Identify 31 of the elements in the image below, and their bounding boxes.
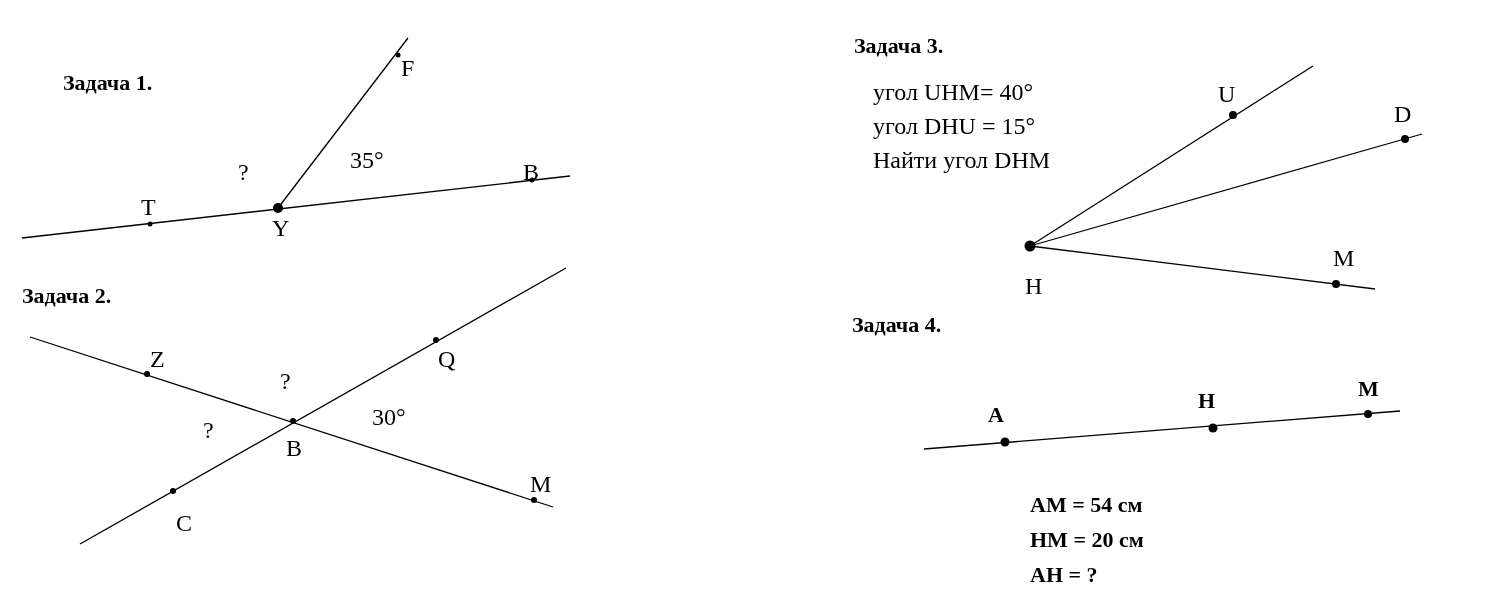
point-label: D [1394,102,1412,126]
point-label: H [1025,274,1043,298]
point-label: U [1218,82,1236,106]
point-label: M [530,472,552,496]
point-label: C [176,511,192,535]
point-label: H [1198,390,1216,412]
task-heading: Задача 2. [22,285,112,307]
question-mark: ? [238,160,249,184]
task-condition: Найти угол DHM [873,148,1051,172]
point-label: B [523,160,539,184]
task-heading: Задача 4. [852,314,942,336]
task-condition: угол DHU = 15° [873,114,1036,138]
angle-label: 35° [350,148,384,172]
angle-label: 30° [372,405,406,429]
question-mark: ? [280,369,291,393]
point-label: Y [272,216,290,240]
point-label: Q [438,347,456,371]
point-label: A [988,404,1004,426]
task-heading: Задача 3. [854,35,944,57]
question-mark: ? [203,418,214,442]
point-label: F [401,56,415,80]
task-condition: AM = 54 см [1030,494,1143,516]
task-condition: HM = 20 см [1030,529,1144,551]
point-label: M [1333,246,1355,270]
point-label: M [1358,378,1379,400]
point-label: Z [150,347,165,371]
point-label: T [141,195,156,219]
task-condition: угол UHM= 40° [873,80,1034,104]
task-condition: AH = ? [1030,564,1098,586]
task-heading: Задача 1. [63,72,153,94]
point-label: B [286,436,302,460]
